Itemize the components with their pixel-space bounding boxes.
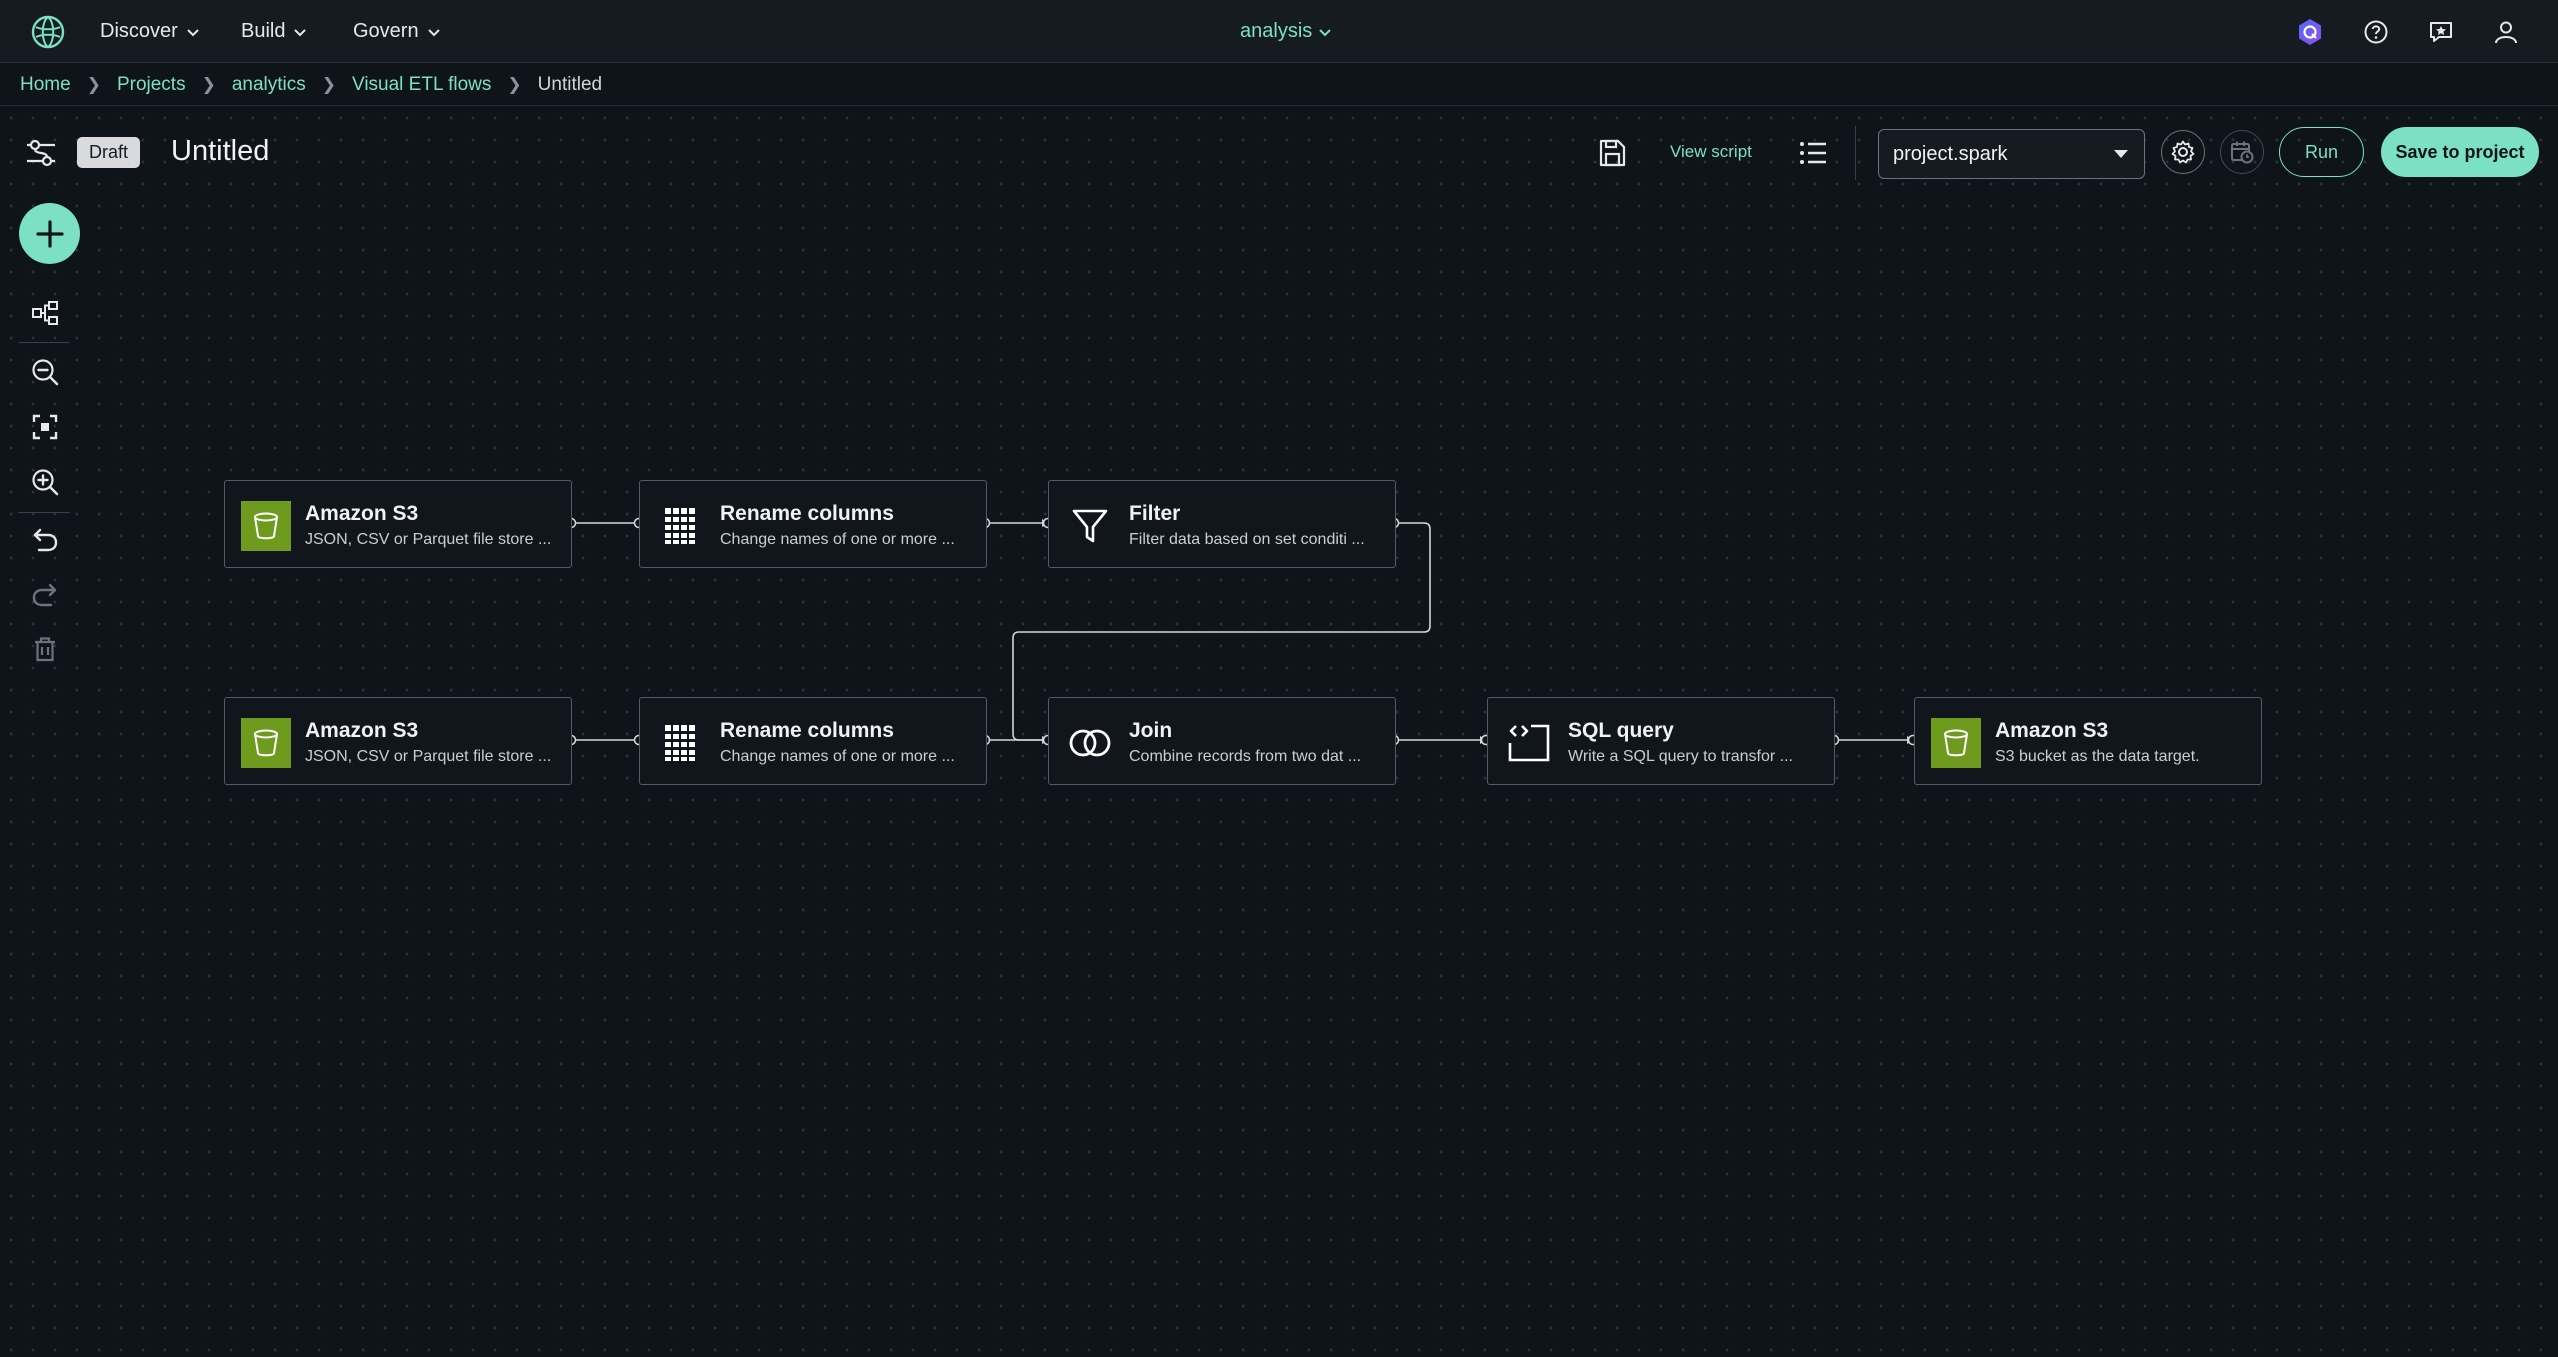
node-title: Rename columns <box>720 502 894 525</box>
compute-select[interactable]: project.spark <box>1878 129 2145 179</box>
chevron-right-icon: ❯ <box>201 74 216 94</box>
zoom-in-button[interactable] <box>28 465 62 499</box>
project-selector[interactable]: analysis <box>1240 0 1332 63</box>
help-icon[interactable] <box>2360 16 2392 48</box>
code-icon <box>1504 718 1554 768</box>
node-title: Amazon S3 <box>305 502 419 525</box>
node-description: Change names of one or more ... <box>720 531 955 548</box>
breadcrumb-current: Untitled <box>537 73 603 95</box>
breadcrumb-project[interactable]: analytics <box>231 73 306 95</box>
s3-bucket-icon <box>1931 718 1981 768</box>
node-title: Amazon S3 <box>305 719 419 742</box>
view-script-button[interactable]: View script <box>1670 142 1752 161</box>
node-description: Combine records from two dat ... <box>1129 748 1362 765</box>
node-description: JSON, CSV or Parquet file store ... <box>305 748 552 765</box>
project-name: analysis <box>1240 20 1313 42</box>
s3-bucket-icon <box>241 501 291 551</box>
auto-layout-button[interactable] <box>28 296 62 330</box>
run-button[interactable]: Run <box>2279 127 2364 177</box>
flow-details-icon[interactable] <box>24 137 58 169</box>
list-icon[interactable] <box>1797 137 1829 169</box>
s3-bucket-icon <box>241 718 291 768</box>
node-description: Change names of one or more ... <box>720 748 955 765</box>
nav-govern-menu[interactable]: Govern <box>353 0 441 63</box>
breadcrumb-home[interactable]: Home <box>20 73 71 95</box>
settings-button[interactable] <box>2161 130 2205 174</box>
nav-build-menu[interactable]: Build <box>241 0 307 63</box>
rail-divider <box>18 512 70 513</box>
node-join[interactable]: Join Combine records from two dat ... <box>1048 697 1396 785</box>
node-amazon-s3-source-2[interactable]: Amazon S3 JSON, CSV or Parquet file stor… <box>224 697 572 785</box>
breadcrumb-projects[interactable]: Projects <box>116 73 186 95</box>
chevron-down-icon <box>1319 28 1331 36</box>
chevron-down-icon <box>187 28 199 36</box>
nav-build-label: Build <box>241 20 286 42</box>
compute-select-value: project.spark <box>1893 142 2008 165</box>
undo-icon <box>33 528 58 552</box>
node-title: Join <box>1129 719 1173 742</box>
node-description: Write a SQL query to transfor ... <box>1568 748 1793 765</box>
node-title: SQL query <box>1568 719 1674 742</box>
nav-discover-menu[interactable]: Discover <box>100 0 200 63</box>
add-node-button[interactable] <box>19 203 80 264</box>
chevron-right-icon: ❯ <box>86 74 101 94</box>
fit-screen-icon <box>32 414 58 440</box>
status-badge: Draft <box>77 137 141 168</box>
breadcrumb: Home ❯ Projects ❯ analytics ❯ Visual ETL… <box>0 64 2558 106</box>
nav-discover-label: Discover <box>100 20 178 42</box>
grid-icon <box>656 718 706 768</box>
join-circles-icon <box>1065 718 1115 768</box>
calendar-clock-icon <box>2231 141 2254 164</box>
breadcrumb-visual-etl-flows[interactable]: Visual ETL flows <box>352 73 492 95</box>
plus-icon <box>35 219 64 248</box>
node-rename-columns-1[interactable]: Rename columns Change names of one or mo… <box>639 480 987 568</box>
node-filter[interactable]: Filter Filter data based on set conditi … <box>1048 480 1396 568</box>
node-description: S3 bucket as the data target. <box>1995 748 2200 765</box>
nav-govern-label: Govern <box>353 20 419 42</box>
chevron-down-icon <box>427 28 440 36</box>
feedback-icon[interactable] <box>2425 16 2457 48</box>
app-logo-icon[interactable] <box>28 12 68 52</box>
user-profile-icon[interactable] <box>2490 16 2522 48</box>
funnel-icon <box>1065 501 1115 551</box>
node-description: JSON, CSV or Parquet file store ... <box>305 531 552 548</box>
redo-button[interactable] <box>28 578 62 612</box>
chevron-right-icon: ❯ <box>321 74 336 94</box>
node-amazon-s3-target[interactable]: Amazon S3 S3 bucket as the data target. <box>1914 697 2262 785</box>
node-amazon-s3-source-1[interactable]: Amazon S3 JSON, CSV or Parquet file stor… <box>224 480 572 568</box>
save-to-project-button[interactable]: Save to project <box>2381 127 2539 177</box>
node-title: Filter <box>1129 502 1181 525</box>
zoom-out-icon <box>32 359 59 386</box>
undo-button[interactable] <box>28 523 62 557</box>
rail-divider <box>18 342 70 343</box>
zoom-in-icon <box>32 469 59 496</box>
zoom-out-button[interactable] <box>28 355 62 389</box>
node-description: Filter data based on set conditi ... <box>1129 531 1365 548</box>
fit-view-button[interactable] <box>28 410 62 444</box>
node-title: Amazon S3 <box>1995 719 2109 742</box>
node-rename-columns-2[interactable]: Rename columns Change names of one or mo… <box>639 697 987 785</box>
flow-title: Untitled <box>171 135 270 167</box>
delete-button[interactable] <box>28 632 62 666</box>
chevron-right-icon: ❯ <box>507 74 522 94</box>
gear-icon <box>2171 140 2195 164</box>
trash-icon <box>35 637 55 662</box>
top-navigation: Discover Build Govern analysis <box>0 0 2558 63</box>
chevron-down-icon <box>294 28 307 36</box>
node-sql-query[interactable]: SQL query Write a SQL query to transfor … <box>1487 697 1835 785</box>
node-title: Rename columns <box>720 719 894 742</box>
save-icon[interactable] <box>1596 137 1628 169</box>
grid-icon <box>656 501 706 551</box>
redo-icon <box>32 583 57 607</box>
amazon-q-icon[interactable] <box>2294 16 2326 48</box>
toolbar-divider <box>1855 126 1856 180</box>
auto-layout-icon <box>32 301 58 325</box>
schedule-button[interactable] <box>2220 130 2264 174</box>
caret-down-icon <box>2114 150 2128 158</box>
